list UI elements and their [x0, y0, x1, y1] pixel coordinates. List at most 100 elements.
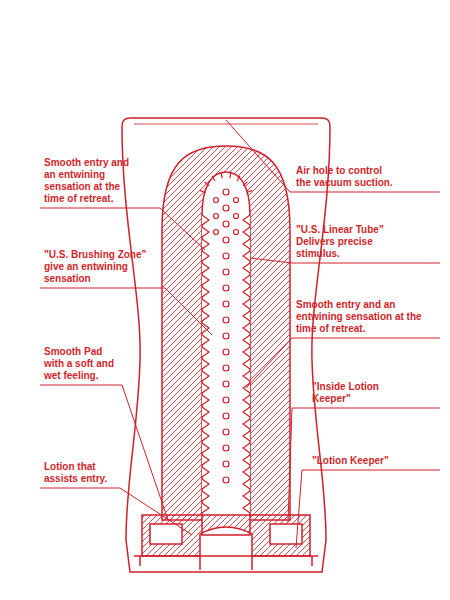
channel-dot	[223, 349, 229, 355]
rib	[202, 431, 209, 441]
channel-dot	[223, 269, 229, 275]
dome-spike	[243, 182, 248, 186]
callout-label-box: Smooth entry and an entwining sensation …	[44, 157, 130, 205]
rib	[202, 395, 209, 405]
rib	[202, 443, 209, 453]
dome-spike	[247, 190, 253, 192]
rib	[243, 263, 250, 273]
rib	[243, 455, 250, 465]
rib	[202, 299, 209, 309]
rib	[202, 407, 209, 417]
callout-label-box: "Inside Lotion Keeper"	[312, 381, 402, 405]
rib	[243, 407, 250, 417]
rib	[202, 287, 209, 297]
rib	[202, 503, 209, 513]
leader-line	[40, 288, 212, 335]
rib	[202, 419, 209, 429]
channel-dot	[223, 397, 229, 403]
leader-line	[296, 470, 440, 548]
case-inner-line	[134, 124, 318, 125]
callout-label: Smooth Pad with a soft and wet feeling.	[44, 346, 124, 382]
rib	[243, 503, 250, 513]
rib	[243, 299, 250, 309]
leader-line	[246, 338, 440, 388]
rib	[202, 455, 209, 465]
channel-dot	[223, 429, 229, 435]
rib	[243, 227, 250, 237]
rib	[243, 359, 250, 369]
channel-dot	[223, 205, 229, 211]
leader-line	[288, 408, 440, 522]
leader-line	[226, 120, 440, 192]
dome-spike	[230, 172, 231, 178]
channel-dot	[223, 221, 229, 227]
channel-dot	[223, 413, 229, 419]
channel-dot	[214, 230, 219, 235]
callout-label: "U.S. Brushing Zone" give an entwining s…	[44, 249, 148, 285]
dome-spike	[212, 176, 215, 181]
rib	[243, 251, 250, 261]
rib	[243, 479, 250, 489]
rib	[202, 227, 209, 237]
callout-label-box: "U.S. Brushing Zone" give an entwining s…	[44, 249, 148, 285]
channel-dot	[223, 317, 229, 323]
channel-dot	[223, 253, 229, 259]
rib	[243, 431, 250, 441]
callout-label-box: "U.S. Linear Tube" Delivers precise stim…	[296, 224, 400, 260]
rib	[202, 251, 209, 261]
dome-spike	[237, 176, 240, 181]
callout-label: "Lotion Keeper"	[312, 455, 422, 467]
dome-spike	[200, 190, 206, 192]
channel-dot	[223, 189, 229, 195]
channel-dot	[223, 461, 229, 467]
rib	[243, 347, 250, 357]
channel-dot	[223, 333, 229, 339]
cap-base	[134, 556, 318, 570]
rib	[202, 275, 209, 285]
rib	[243, 491, 250, 501]
rib	[202, 467, 209, 477]
leader-lines	[40, 120, 440, 548]
callout-label: Smooth entry and an entwining sensation …	[44, 157, 130, 205]
rib	[243, 215, 250, 225]
rib	[202, 479, 209, 489]
callout-label-box: Smooth entry and an entwining sensation …	[296, 299, 424, 335]
rib	[202, 215, 209, 225]
leader-line	[40, 208, 205, 250]
channel-dot	[223, 365, 229, 371]
rib	[202, 383, 209, 393]
rib	[243, 323, 250, 333]
callout-label: "U.S. Linear Tube" Delivers precise stim…	[296, 224, 400, 260]
channel-dot	[214, 198, 219, 203]
rib	[243, 371, 250, 381]
callout-label: Smooth entry and an entwining sensation …	[296, 299, 424, 335]
leader-line	[40, 488, 192, 535]
rib	[243, 395, 250, 405]
rib	[202, 335, 209, 345]
channel-dot	[223, 237, 229, 243]
rib	[202, 359, 209, 369]
channel-ribs	[200, 172, 253, 513]
rib	[243, 239, 250, 249]
channel-dot	[214, 214, 219, 219]
callout-label-box: Lotion that assists entry.	[44, 461, 120, 485]
channel-dot	[223, 381, 229, 387]
callout-label-box: Smooth Pad with a soft and wet feeling.	[44, 346, 124, 382]
rib	[202, 311, 209, 321]
rib	[243, 443, 250, 453]
dome-spike	[221, 172, 222, 178]
channel-dot	[234, 214, 239, 219]
rib	[243, 275, 250, 285]
rib	[243, 335, 250, 345]
callout-label: Air hole to control the vacuum suction.	[296, 165, 396, 189]
rib	[243, 311, 250, 321]
leader-line	[40, 385, 168, 520]
rib	[243, 419, 250, 429]
rib	[202, 371, 209, 381]
rib	[243, 467, 250, 477]
channel-dot	[223, 477, 229, 483]
callout-label: "Inside Lotion Keeper"	[312, 381, 402, 405]
channel-dot	[234, 230, 239, 235]
callout-label-box: Air hole to control the vacuum suction.	[296, 165, 396, 189]
